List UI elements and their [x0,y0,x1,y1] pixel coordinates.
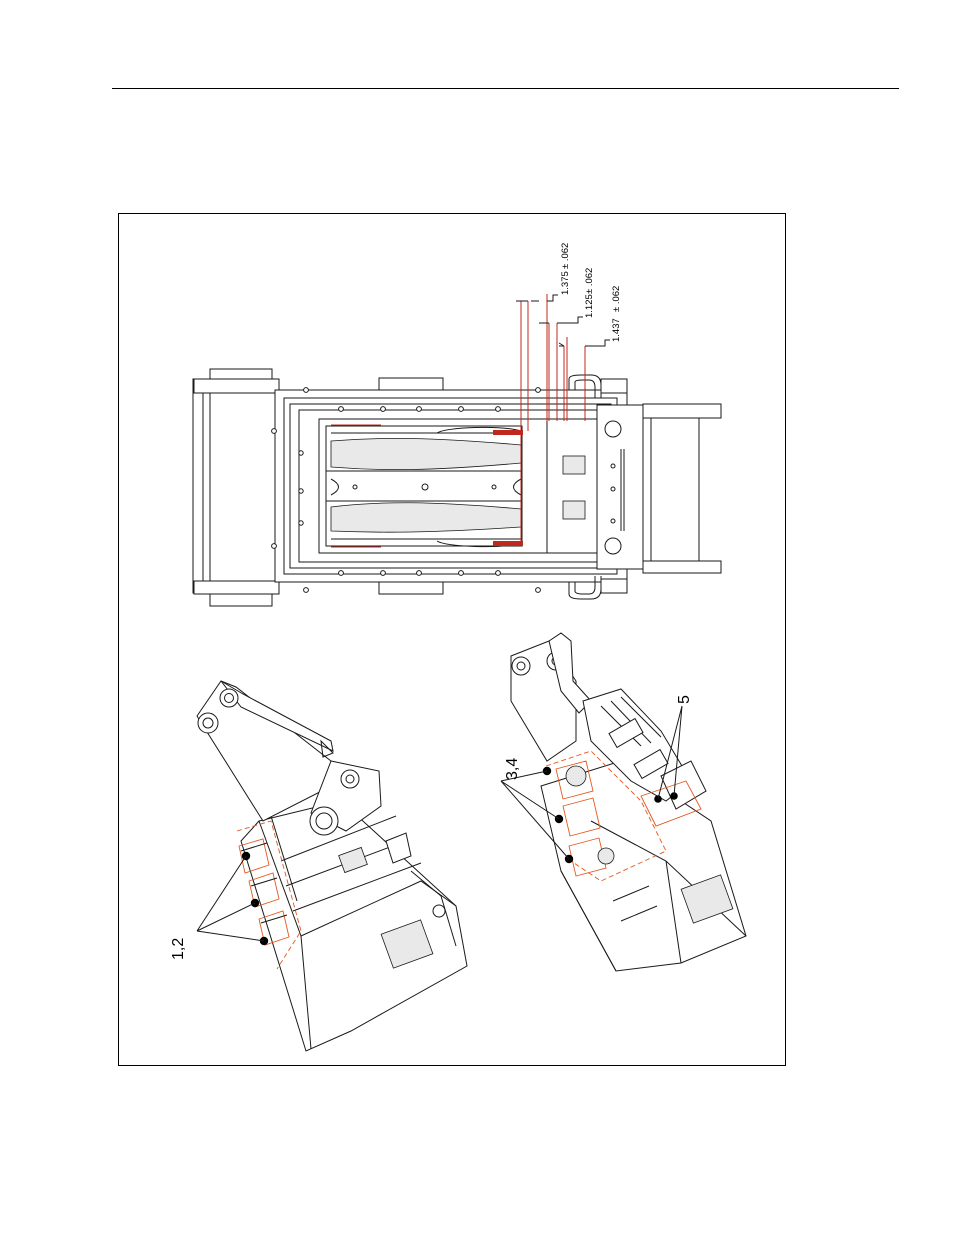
wear-pad-top [493,430,523,435]
dimension-2-tolerance: ± .062 [584,268,595,294]
dimension-2-value: 1.125 [584,294,595,318]
callout-label-3-4: 3,4 [504,758,521,780]
dimension-3-tolerance: ± .062 [611,286,622,312]
left-end-plate [193,379,203,593]
top-view [193,294,721,606]
assembly-illustration: 1.375 ± .062 1.125 ± .062 1.437 ± .062 [119,214,787,1067]
callout-label-5: 5 [676,695,693,704]
dimension-1-value: 1.375 [560,271,571,295]
dimension-1-tolerance: ± .062 [560,243,571,269]
isometric-view-right [501,633,746,971]
header-rule [112,88,899,89]
dimension-3-value: 1.437 [611,318,622,342]
isometric-view-left [197,681,467,1051]
callout-label-1-2: 1,2 [170,938,187,960]
figure-frame: 1.375 ± .062 1.125 ± .062 1.437 ± .062 [118,213,786,1066]
wear-pad-bottom [493,541,523,546]
